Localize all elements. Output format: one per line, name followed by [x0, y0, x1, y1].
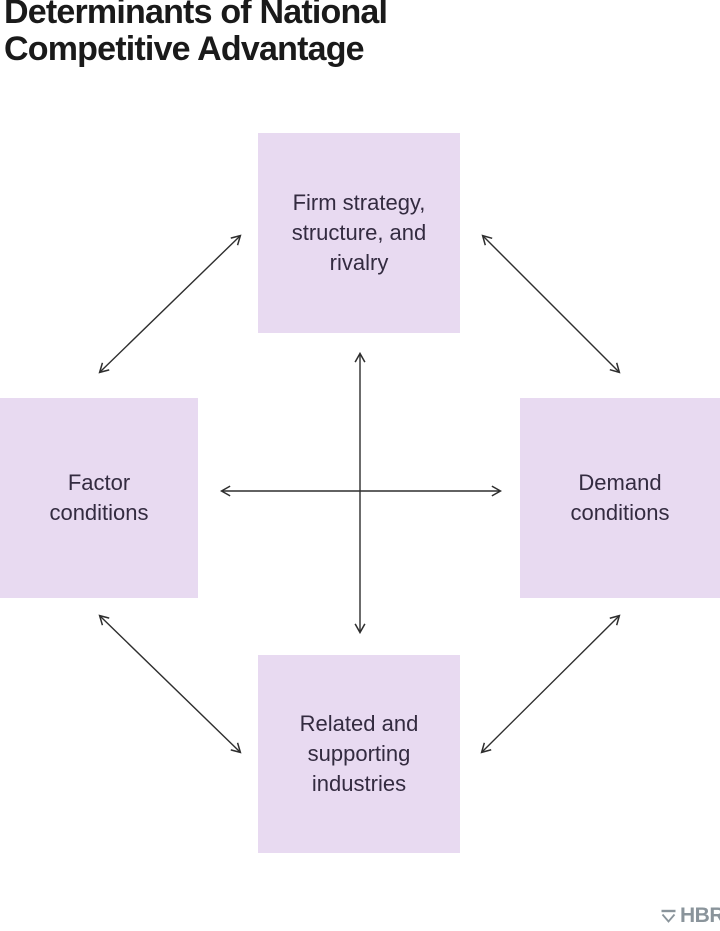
- node-demand-conditions-label: Demand conditions: [570, 470, 670, 525]
- node-factor-conditions: Factor conditions: [0, 398, 198, 598]
- node-factor-conditions-label: Factor conditions: [49, 470, 149, 525]
- node-related-industries-label: Related and supporting industries: [299, 711, 419, 796]
- node-related-industries: Related and supporting industries: [258, 655, 460, 853]
- arrow-top-right-diagonal: [481, 234, 621, 374]
- arrow-bottom-left-diagonal: [98, 614, 242, 754]
- hbr-logo-text: HBR: [680, 904, 720, 927]
- arrow-top-left-diagonal: [98, 234, 242, 374]
- arrow-bottom-right-diagonal: [480, 614, 621, 754]
- hbr-shield-icon: [661, 909, 676, 923]
- page-title: Determinants of National Competitive Adv…: [4, 0, 388, 69]
- node-firm-strategy-label: Firm strategy, structure, and rivalry: [291, 190, 427, 275]
- hbr-logo: HBR: [660, 904, 720, 928]
- node-demand-conditions: Demand conditions: [520, 398, 720, 598]
- node-firm-strategy: Firm strategy, structure, and rivalry: [258, 133, 460, 333]
